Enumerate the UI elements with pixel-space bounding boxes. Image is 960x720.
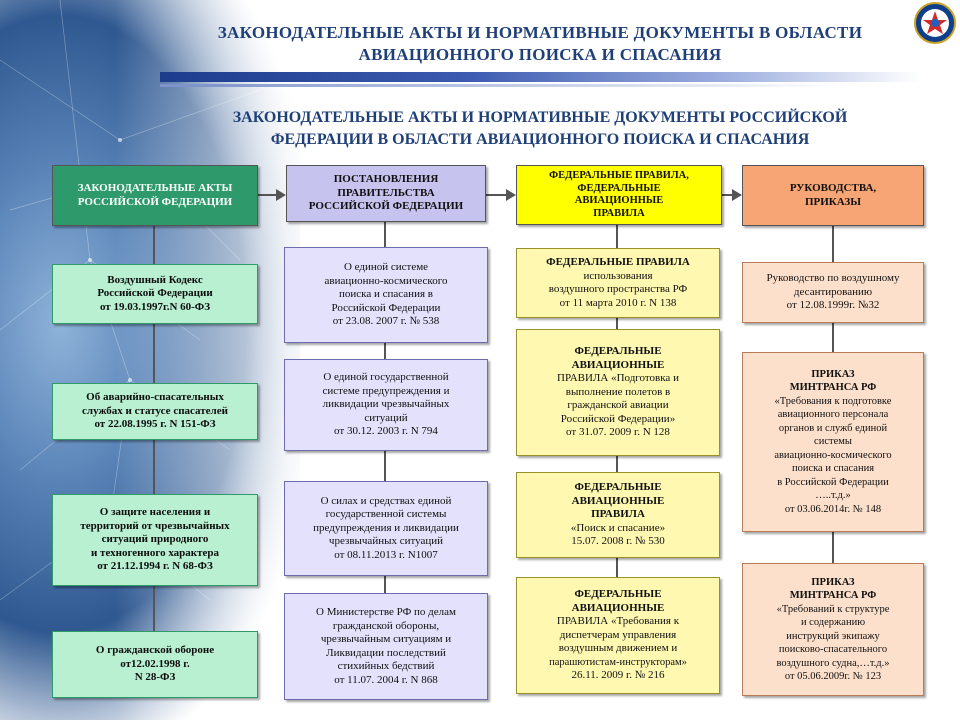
col3-item-1: ФЕДЕРАЛЬНЫЕ ПРАВИЛА использования воздуш…: [516, 248, 720, 318]
header-bar: [160, 72, 920, 82]
col2-item-3: О силах и средствах единой государственн…: [284, 481, 488, 576]
col2-header: ПОСТАНОВЛЕНИЯ ПРАВИТЕЛЬСТВА РОССИЙСКОЙ Ф…: [286, 165, 486, 222]
col1-item-2: Об аварийно-спасательных службах и стату…: [52, 383, 258, 440]
emblem-icon: [914, 2, 956, 44]
col3-item-4: ФЕДЕРАЛЬНЫЕ АВИАЦИОННЫЕ ПРАВИЛА «Требова…: [516, 577, 720, 694]
col3-item-2: ФЕДЕРАЛЬНЫЕ АВИАЦИОННЫЕ ПРАВИЛА «Подгото…: [516, 329, 720, 456]
col3-item-3: ФЕДЕРАЛЬНЫЕ АВИАЦИОННЫЕ ПРАВИЛА «Поиск и…: [516, 472, 720, 558]
header-title-line2: АВИАЦИОННОГО ПОИСКА И СПАСАНИЯ: [358, 45, 722, 64]
col1-header: ЗАКОНОДАТЕЛЬНЫЕ АКТЫ РОССИЙСКОЙ ФЕДЕРАЦИ…: [52, 165, 258, 226]
col4-header: РУКОВОДСТВА, ПРИКАЗЫ: [742, 165, 924, 226]
subtitle: ЗАКОНОДАТЕЛЬНЫЕ АКТЫ И НОРМАТИВНЫЕ ДОКУМ…: [150, 107, 930, 151]
header-title: ЗАКОНОДАТЕЛЬНЫЕ АКТЫ И НОРМАТИВНЫЕ ДОКУМ…: [180, 22, 900, 66]
col4-item-2: ПРИКАЗ МИНТРАНСА РФ «Требования к подгот…: [742, 352, 924, 532]
col2-item-1: О единой системе авиационно-космического…: [284, 247, 488, 343]
col2-item-2: О единой государственной системе предупр…: [284, 359, 488, 451]
col1-item-1: Воздушный Кодекс Российской Федерации от…: [52, 264, 258, 324]
col1-item-4: О гражданской обороне от12.02.1998 г. N …: [52, 631, 258, 698]
subtitle-line2: ФЕДЕРАЦИИ В ОБЛАСТИ АВИАЦИОННОГО ПОИСКА …: [270, 131, 810, 148]
col4-item-3: ПРИКАЗ МИНТРАНСА РФ «Требований к структ…: [742, 563, 924, 696]
header-title-line1: ЗАКОНОДАТЕЛЬНЫЕ АКТЫ И НОРМАТИВНЫЕ ДОКУМ…: [217, 23, 863, 42]
col3-header: ФЕДЕРАЛЬНЫЕ ПРАВИЛА, ФЕДЕРАЛЬНЫЕ АВИАЦИО…: [516, 165, 722, 225]
col1-item-3: О защите населения и территорий от чрезв…: [52, 494, 258, 586]
col2-item-4: О Министерстве РФ по делам гражданской о…: [284, 593, 488, 700]
subtitle-line1: ЗАКОНОДАТЕЛЬНЫЕ АКТЫ И НОРМАТИВНЫЕ ДОКУМ…: [232, 109, 848, 126]
header-bar-thin: [160, 84, 920, 87]
col4-item-1: Руководство по воздушному десантированию…: [742, 262, 924, 323]
